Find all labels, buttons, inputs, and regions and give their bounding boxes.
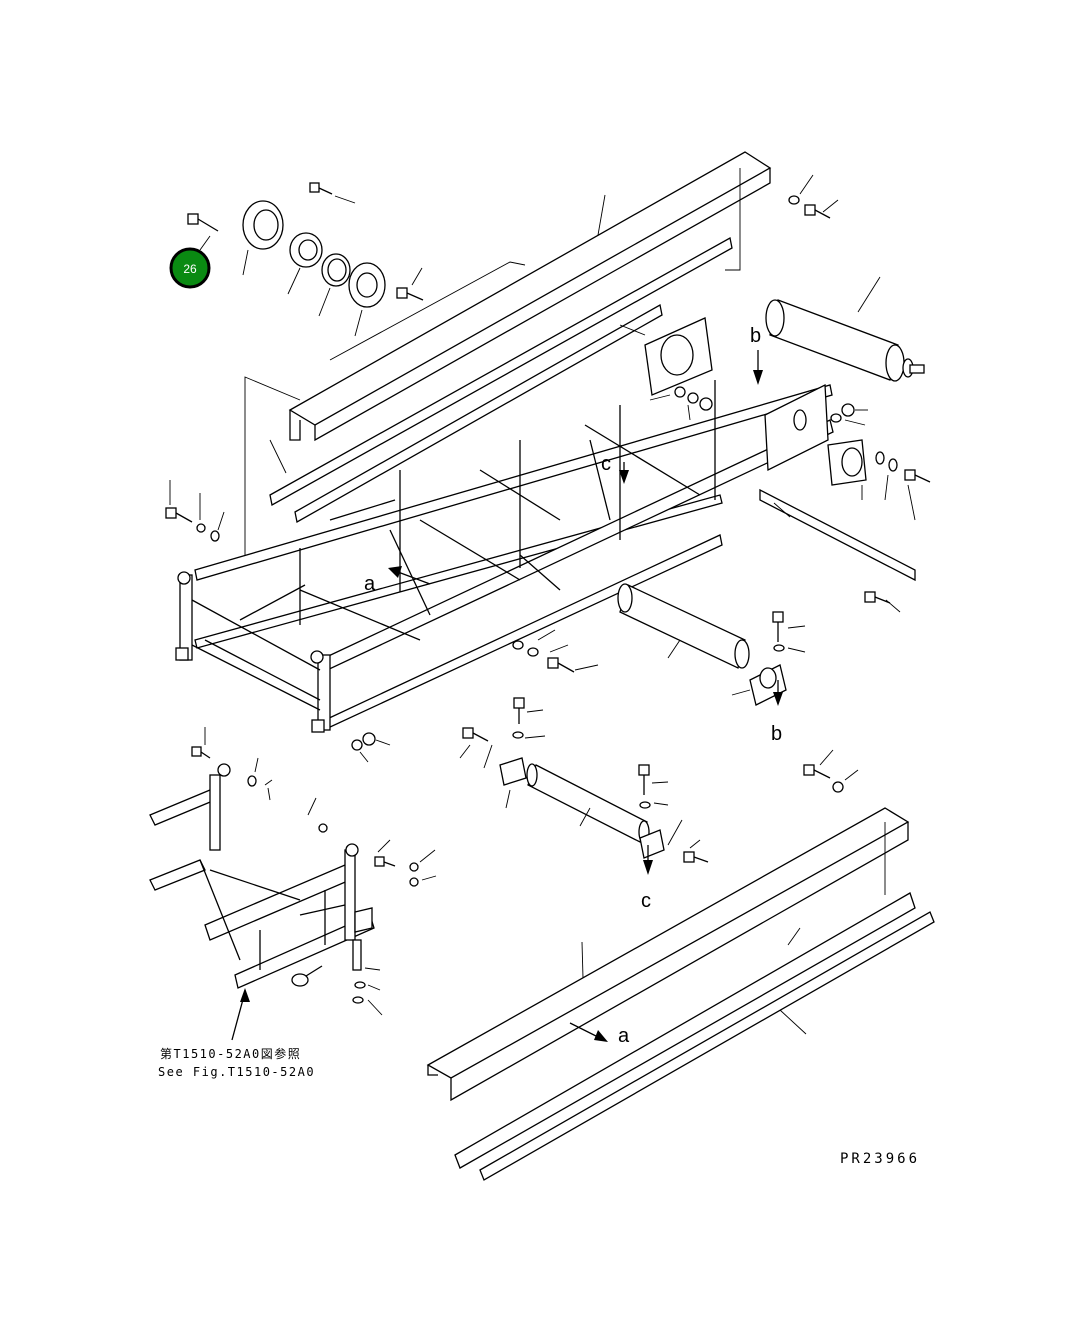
bolt-set-center — [512, 629, 599, 673]
arrow-c-bottom — [643, 845, 653, 875]
seal-ring-1 — [287, 232, 323, 295]
top-cover-plate — [288, 151, 772, 442]
arrow-b-top — [753, 350, 763, 385]
reference-arrow — [231, 988, 250, 1041]
flange-plate — [348, 262, 386, 337]
bottom-cover-plate — [426, 807, 910, 1102]
roller-upper — [765, 276, 925, 382]
roller-lower — [499, 757, 665, 859]
bolt-set-lower — [459, 697, 709, 863]
side-strip-upper — [269, 236, 733, 507]
view-label-c-top: c — [601, 453, 611, 475]
bottom-strip-1 — [454, 892, 916, 1169]
arrow-a-top — [388, 566, 431, 585]
drawing-code: PR23966 — [840, 1151, 920, 1167]
bolt-set-left — [165, 480, 225, 542]
washer-set-mid — [649, 386, 713, 421]
callout-number: 26 — [183, 262, 197, 276]
arrow-a-bottom — [569, 1022, 608, 1042]
seal-ring-2 — [318, 253, 351, 317]
bolts-top-left — [187, 182, 424, 301]
view-label-a-top: a — [364, 573, 376, 595]
bolt-set-bottom-right — [803, 749, 859, 793]
callout-badge-26[interactable]: 26 — [169, 247, 211, 289]
bearing-housing — [242, 200, 284, 276]
bolt-set-top-right — [788, 174, 839, 219]
pillow-block-b — [731, 611, 806, 706]
bearing-unit-right — [827, 403, 931, 521]
main-truss-frame — [175, 380, 834, 733]
view-label-a-bottom: a — [618, 1025, 630, 1047]
roller-middle — [617, 583, 750, 669]
view-label-c-bottom: c — [641, 890, 651, 912]
view-label-b-top: b — [750, 325, 761, 347]
bottom-strip-2 — [479, 911, 935, 1181]
view-label-b-bottom: b — [771, 723, 782, 745]
reference-note-en: See Fig.T1510-52A0 — [158, 1065, 315, 1079]
nut-washer-left — [351, 732, 391, 763]
sub-frame-bottom-left — [149, 763, 375, 989]
reference-frame-lines — [244, 168, 741, 555]
arrow-b-bottom — [773, 680, 783, 706]
side-strip-right — [759, 488, 916, 613]
arrow-c-top — [619, 462, 629, 484]
side-strip-mid — [294, 303, 663, 524]
reference-note-jp: 第T1510-52A0図参照 — [160, 1046, 301, 1061]
drive-mount-plate — [619, 317, 713, 396]
pins-bottom-left — [191, 727, 437, 1016]
